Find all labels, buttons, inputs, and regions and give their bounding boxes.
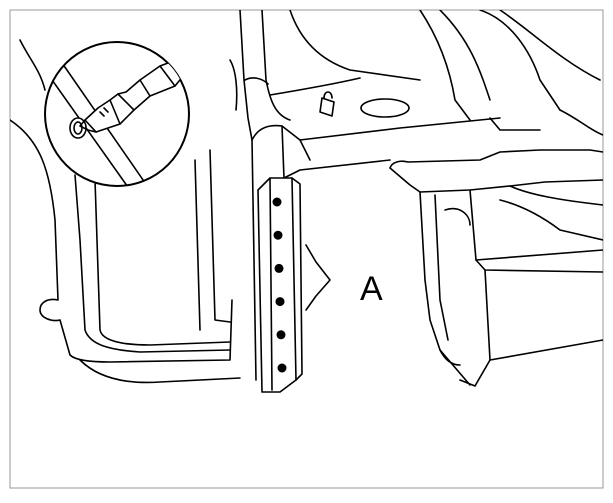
callout-brace <box>305 244 331 311</box>
b-pillar <box>229 10 291 381</box>
rivet <box>277 363 287 373</box>
rivet-strip <box>257 177 303 393</box>
door-panel <box>10 39 241 384</box>
rivet <box>272 197 282 207</box>
rivet <box>275 297 285 307</box>
callout-label-a: A <box>360 270 383 308</box>
rivet <box>274 263 284 273</box>
rivet <box>276 330 286 340</box>
detail-inset <box>44 41 190 187</box>
sill-trim <box>389 149 603 387</box>
floor-area <box>269 10 603 179</box>
rivet <box>273 230 283 240</box>
